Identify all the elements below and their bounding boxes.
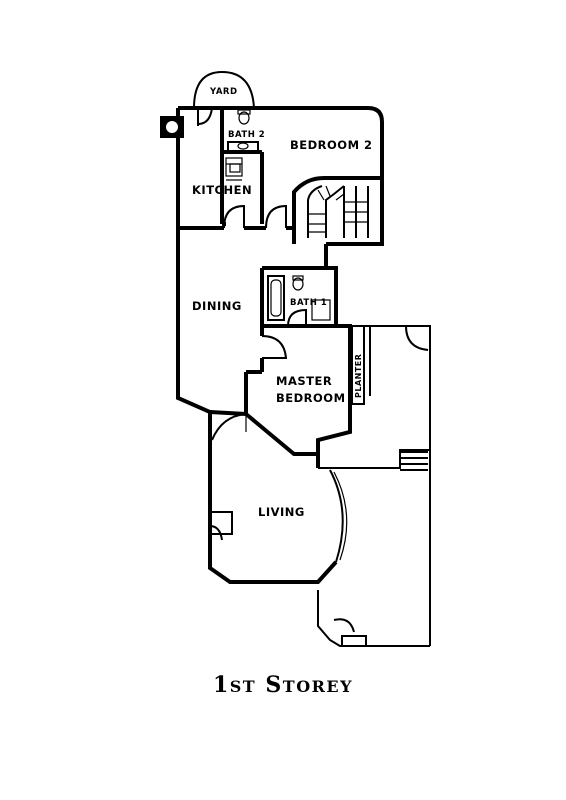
left-outer-wall — [176, 108, 338, 584]
living-fixtures — [209, 413, 348, 563]
storey-title-number: 1 — [212, 672, 230, 698]
master-label-line1: MASTER — [276, 374, 332, 388]
kitchen-door-swing — [223, 204, 245, 229]
terrace-outline — [317, 325, 431, 647]
bath1-fixtures — [267, 275, 331, 327]
kitchen-fixtures — [223, 157, 287, 229]
stair-enclosure-wall — [292, 176, 382, 244]
top-wall — [178, 106, 384, 246]
storey-title-initial: S — [265, 672, 283, 698]
storey-title-rest: TOREY — [282, 677, 354, 696]
master-label-line2: BEDROOM — [276, 391, 346, 405]
column-post — [160, 116, 184, 138]
entrance-door-swing — [333, 618, 355, 633]
bath1-walls — [260, 266, 336, 328]
yard-door-swing — [197, 107, 213, 125]
living-arch-door — [211, 413, 247, 441]
corridor-wall-right — [324, 244, 338, 326]
master-door-swing — [261, 335, 288, 359]
living-divider-wall — [209, 410, 247, 416]
bedroom2-door-swing — [265, 204, 287, 229]
living-curved-window — [329, 469, 344, 563]
staircase — [307, 185, 369, 238]
bath2-fixtures — [227, 109, 259, 153]
yard-label: YARD — [209, 87, 238, 97]
planter-label: PLANTER — [354, 354, 363, 398]
bath2-label: BATH 2 — [228, 130, 265, 140]
living-side-door — [209, 511, 233, 541]
yard-area — [193, 70, 255, 126]
master-bedroom-outer — [316, 324, 352, 468]
storey-title: 1ST STOREY — [0, 672, 566, 698]
bedroom2-label: BEDROOM 2 — [290, 138, 373, 152]
dining-label: DINING — [192, 299, 242, 313]
kitchen-label: KITCHEN — [192, 183, 252, 197]
storey-title-suffix: ST — [229, 677, 257, 696]
terrace-door-swing — [405, 325, 429, 351]
bath1-label: BATH 1 — [290, 298, 327, 308]
yard-arc — [193, 70, 255, 109]
living-label: LIVING — [258, 505, 305, 519]
bath1-door-swing — [287, 308, 307, 327]
